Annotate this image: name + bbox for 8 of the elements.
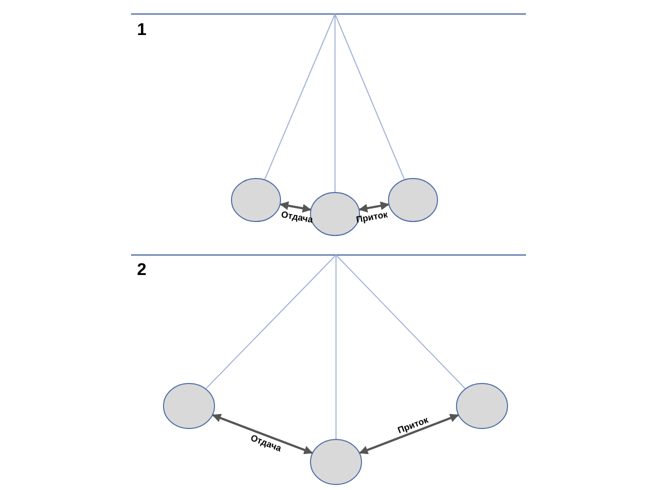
double-arrow	[280, 201, 312, 213]
panel-number: 1	[137, 20, 146, 40]
edge-label: Отдача	[280, 209, 314, 225]
panel-number: 2	[137, 260, 146, 280]
edge-label: Приток	[356, 209, 389, 225]
double-arrow	[212, 414, 313, 454]
double-arrow	[358, 201, 390, 213]
double-arrow	[359, 414, 459, 454]
